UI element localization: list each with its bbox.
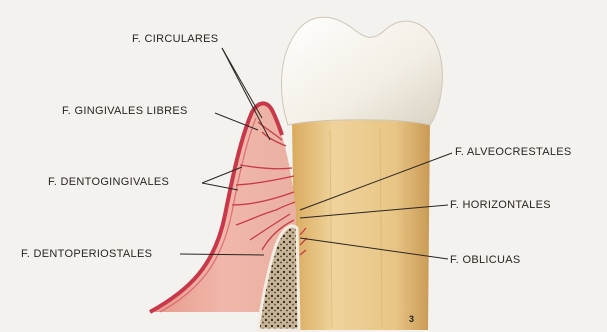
- label-fibras-dentogingivales: F. DENTOGINGIVALES: [48, 176, 169, 188]
- label-fibras-circulares: F. CIRCULARES: [132, 33, 218, 45]
- label-fibras-horizontales: F. HORIZONTALES: [450, 199, 551, 211]
- label-fibras-alveocrestales: F. ALVEOCRESTALES: [455, 146, 572, 158]
- label-fibras-dentoperiostales: F. DENTOPERIOSTALES: [21, 248, 152, 260]
- label-fibras-gingivales-libres: F. GINGIVALES LIBRES: [62, 105, 188, 117]
- tooth-root: [292, 120, 430, 330]
- label-fibras-oblicuas: F. OBLICUAS: [450, 254, 521, 266]
- tooth-crown: [281, 17, 442, 125]
- figure-number: 3: [409, 314, 414, 324]
